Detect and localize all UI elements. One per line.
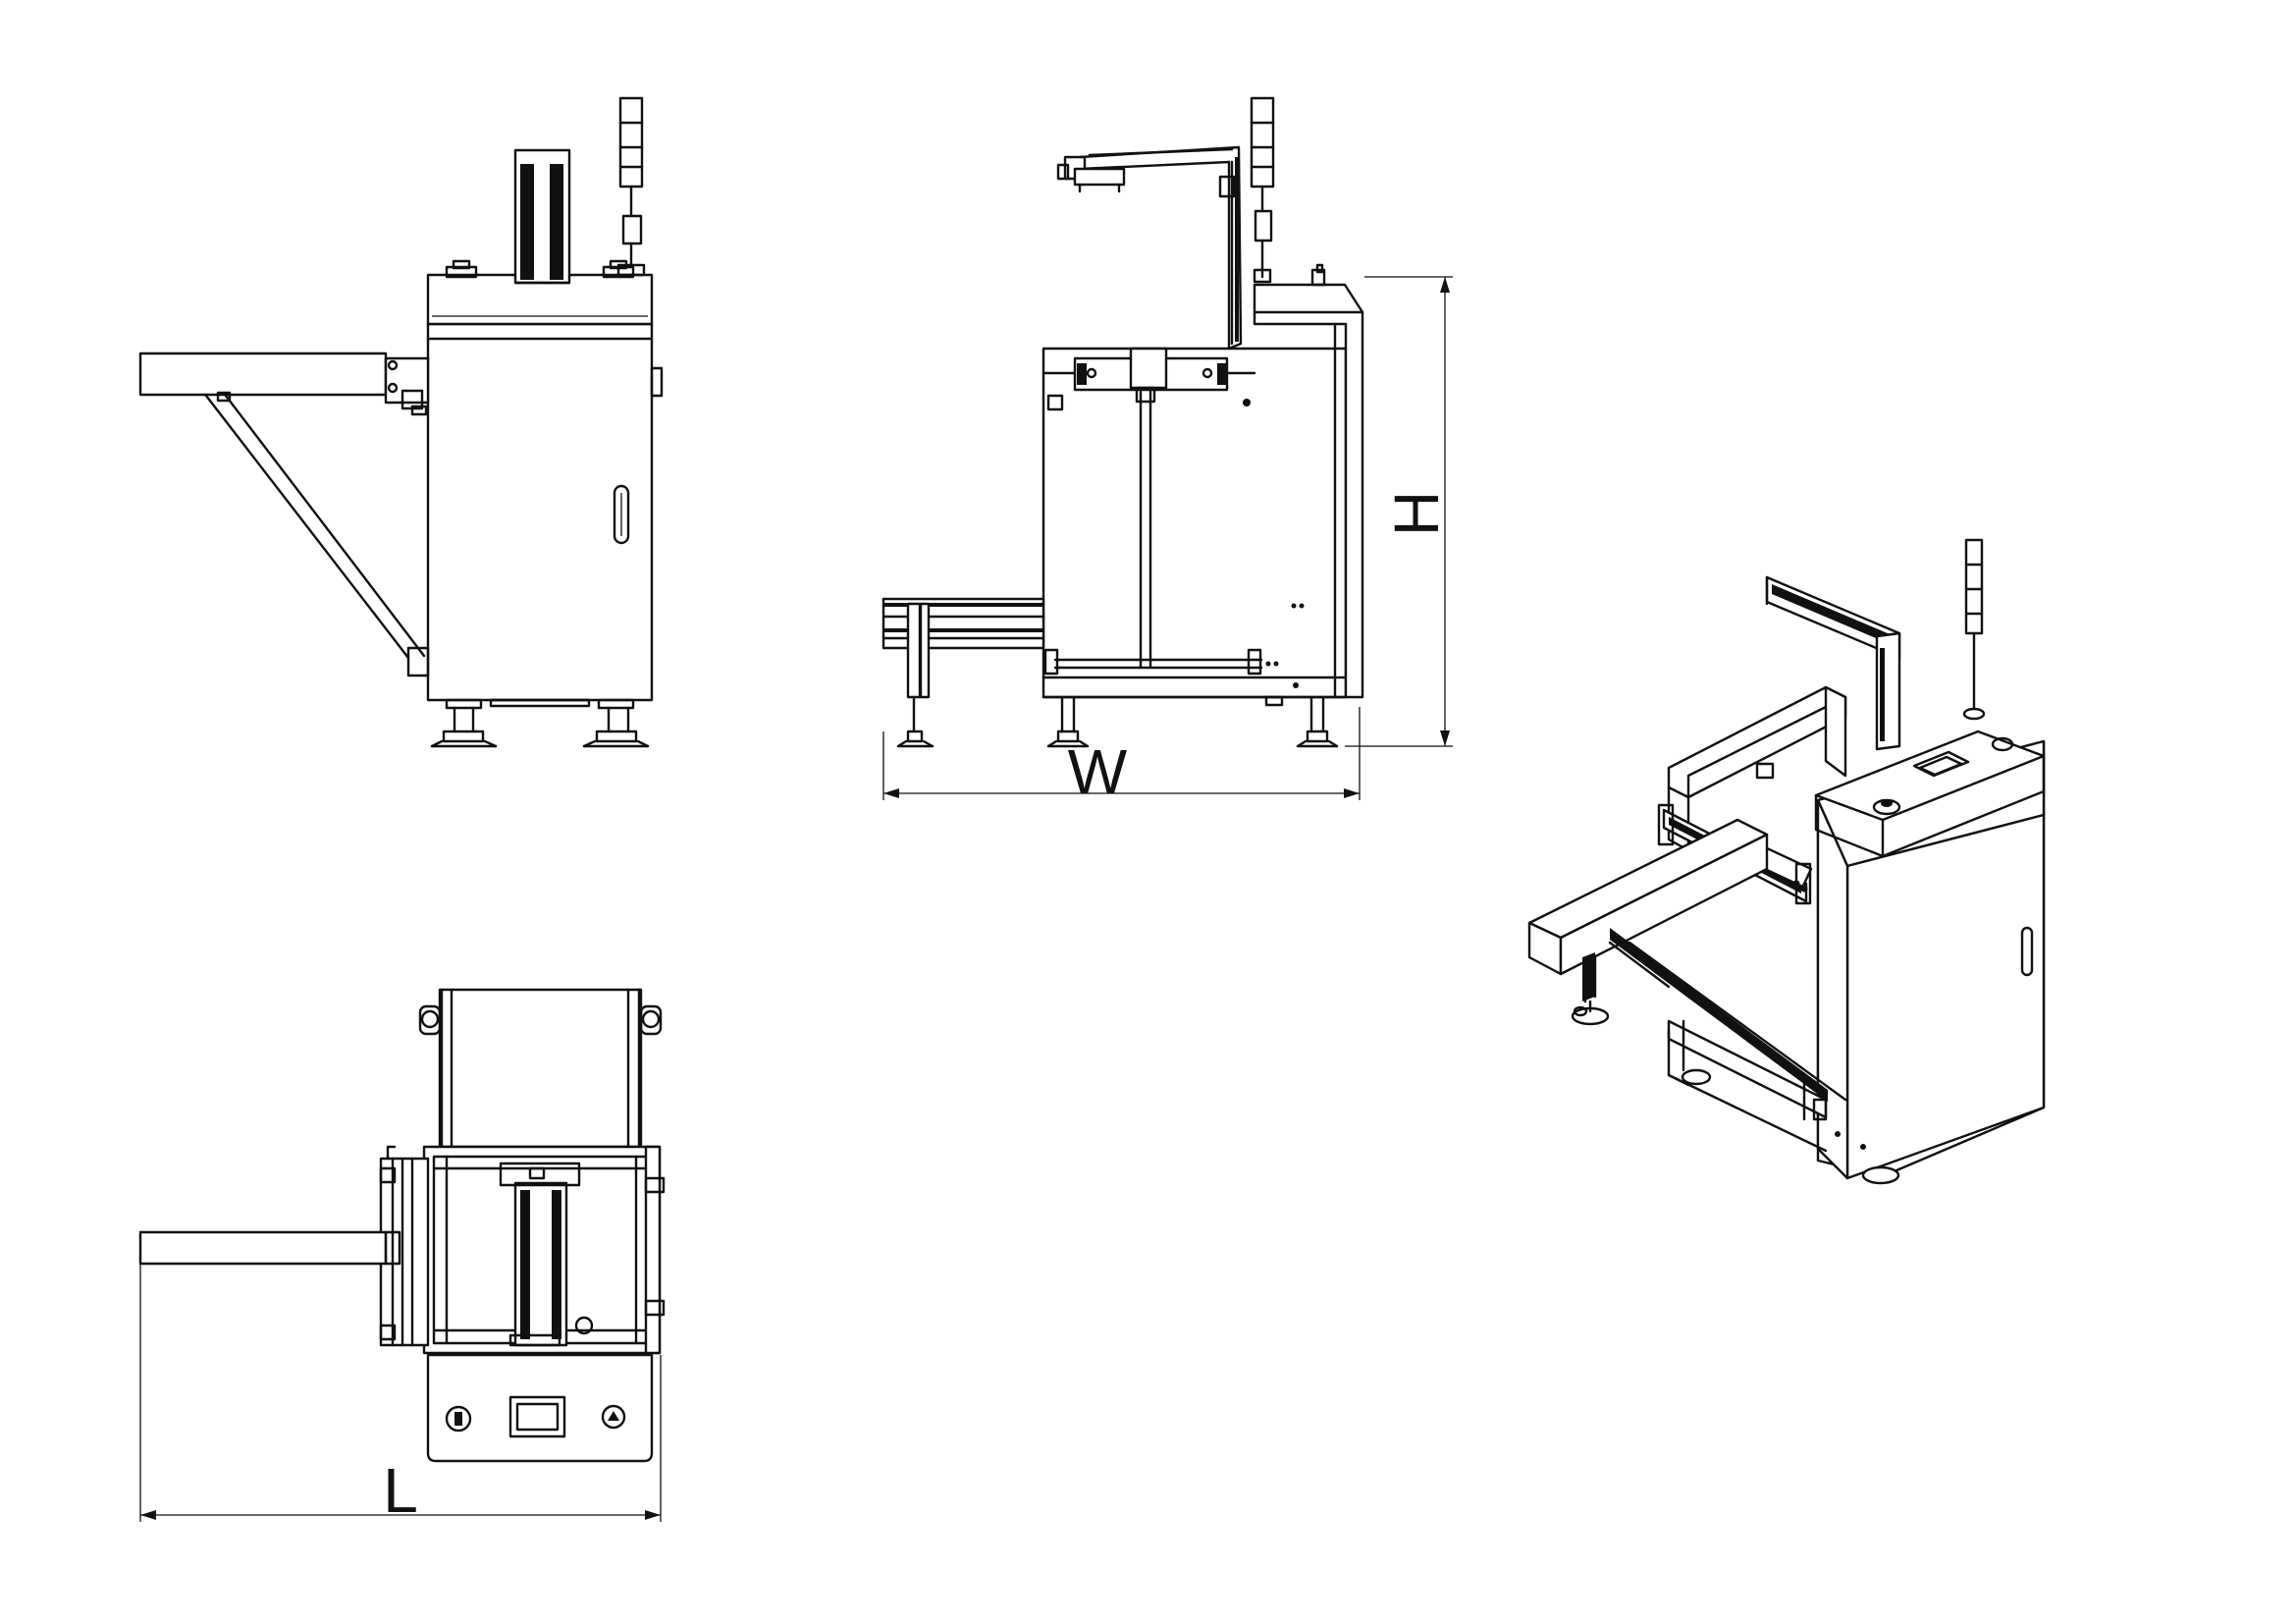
top-view: L [138, 988, 666, 1526]
front-view [138, 96, 664, 748]
length-label: L [383, 1455, 418, 1526]
isometric-view [1527, 538, 2046, 1185]
side-view: W H [881, 96, 1453, 807]
height-label: H [1381, 491, 1452, 536]
width-label: W [1068, 736, 1128, 807]
